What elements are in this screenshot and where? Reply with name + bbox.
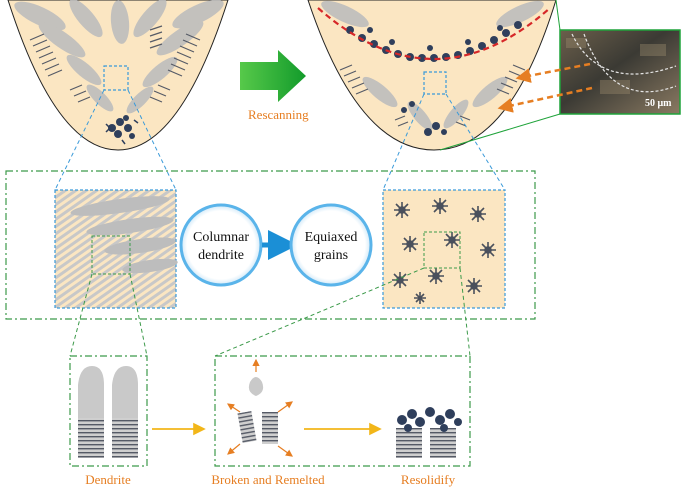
columnar-dendrite-node [179, 203, 263, 287]
columnar-label-line2: dendrite [198, 248, 244, 263]
broken-remelted-label: Broken and Remelted [211, 472, 325, 487]
micrograph-inset [439, 0, 681, 151]
equiaxed-grains-node [289, 203, 373, 287]
dendrite-label: Dendrite [85, 472, 131, 487]
bottom-connectors [69, 267, 471, 357]
rescanning-label: Rescanning [248, 107, 309, 122]
remelt-boundary [317, 7, 551, 60]
dendrite-box [69, 355, 148, 467]
equiaxed-label-line2: grains [314, 248, 348, 263]
columnar-label-line1: Columnar [193, 230, 249, 245]
pointer-arrow-upper [515, 62, 591, 83]
pointer-arrow-lower [497, 86, 593, 113]
rescanning-arrow [240, 50, 306, 102]
resolidify-label: Resolidify [401, 472, 456, 487]
scale-bar-label: 50 μm [645, 98, 672, 109]
melt-pool-rescanned [307, 0, 557, 151]
melt-pool-initial [7, 0, 229, 151]
equiaxed-zoom-image [382, 189, 506, 309]
process-box [214, 355, 471, 467]
equiaxed-label-line1: Equiaxed [305, 230, 358, 245]
middle-panel [5, 89, 536, 320]
columnar-zoom-image [54, 189, 178, 309]
